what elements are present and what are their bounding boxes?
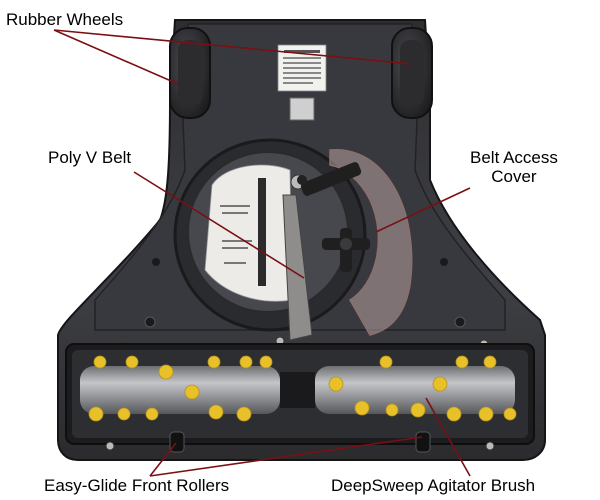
callout-lines	[53, 29, 471, 477]
cover-latch-knob	[300, 162, 370, 272]
line-rubber-wheels-right	[53, 29, 413, 65]
line-belt-access-cover	[375, 187, 471, 233]
bristles	[88, 355, 517, 422]
screw	[440, 258, 448, 266]
latch-block	[289, 97, 315, 121]
belt-access-cover	[329, 149, 413, 336]
screw	[152, 258, 160, 266]
instruction-decal	[204, 164, 293, 302]
line-poly-v-belt	[133, 171, 305, 279]
label-agitator-brush: DeepSweep Agitator Brush	[331, 476, 536, 495]
poly-v-belt	[282, 194, 313, 341]
screw	[144, 316, 156, 328]
label-belt-access-cover-line2: Cover	[491, 167, 537, 186]
line-rubber-wheels-left	[53, 29, 179, 85]
label-belt-access-cover-line1: Belt Access	[470, 148, 558, 167]
line-front-roller-left	[149, 442, 177, 477]
label-poly-v-belt: Poly V Belt	[48, 148, 132, 167]
label-rubber-wheels: Rubber Wheels	[6, 10, 124, 29]
line-agitator-brush	[425, 397, 471, 477]
screw	[454, 316, 466, 328]
label-front-rollers: Easy-Glide Front Rollers	[44, 476, 230, 495]
rubber-wheel-left	[169, 27, 211, 119]
agitator-brush	[80, 366, 515, 414]
label-belt-access-cover: Belt Access Cover	[470, 148, 558, 186]
rubber-wheel-right	[391, 27, 433, 119]
line-front-roller-right	[149, 436, 423, 477]
front-roller-right	[415, 431, 431, 453]
